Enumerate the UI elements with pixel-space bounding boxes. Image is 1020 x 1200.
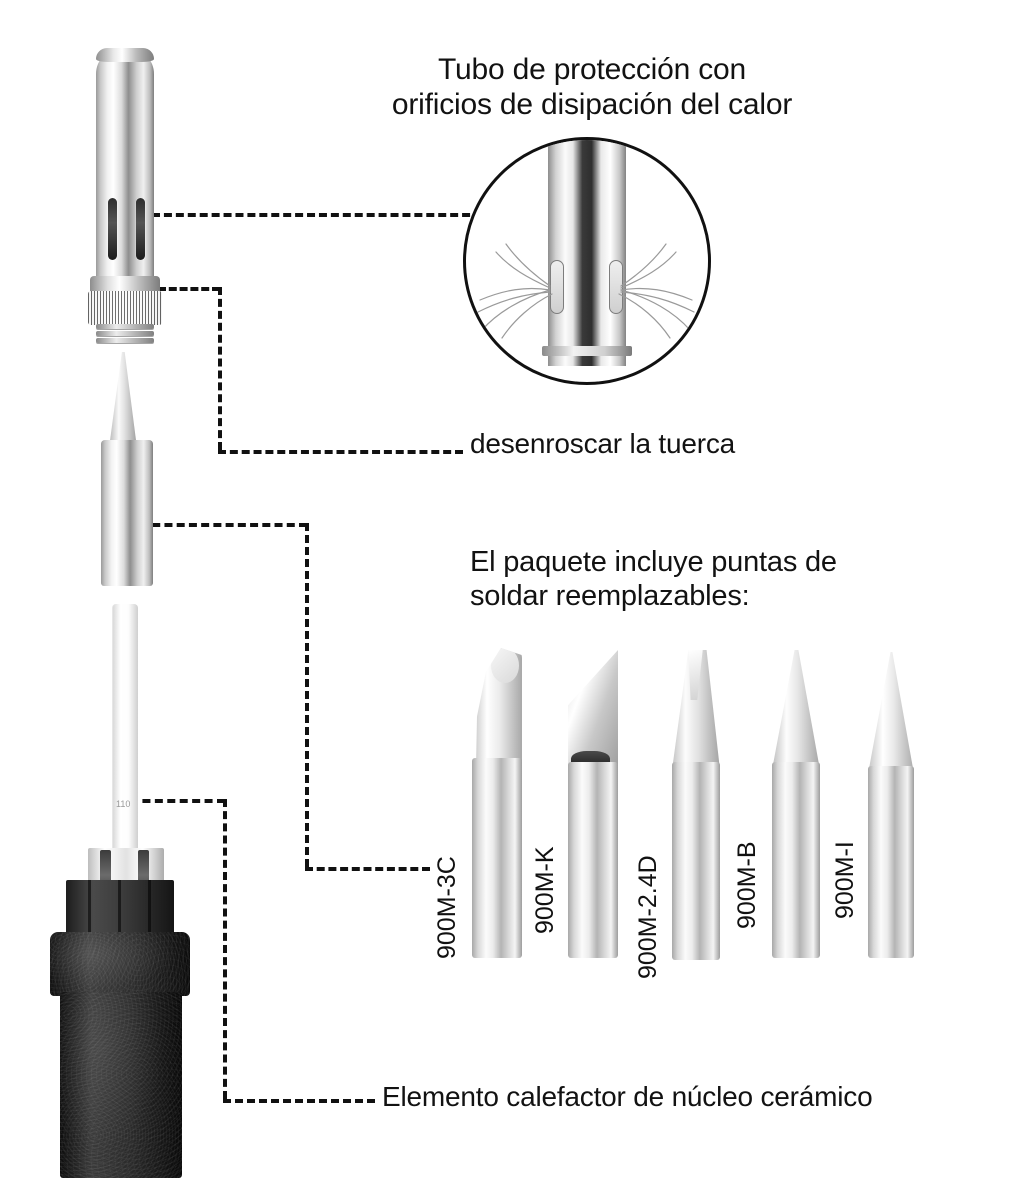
connector-tip-horizontal-bottom: [305, 867, 430, 871]
connector-tip-horizontal-top: [140, 523, 307, 527]
tip-900m-3c-barrel: [472, 758, 522, 958]
handle-collar: [50, 932, 190, 996]
tip-label-900m-i: 900M-I: [831, 841, 859, 919]
handle-neck: [66, 880, 174, 936]
handle-collar-texture: [50, 932, 190, 996]
tip-label-900m-3c: 900M-3C: [433, 856, 461, 959]
thread-ring-3: [96, 338, 154, 343]
ceramic-rod: [112, 604, 138, 856]
part-ceramic-heater: 110: [86, 604, 206, 906]
connector-tip-vertical: [305, 523, 309, 867]
tip-900m-24d: [672, 650, 720, 960]
tip-900m-b-head: [772, 650, 820, 770]
connector-nut-horizontal-bottom: [218, 450, 463, 454]
callout-ceramic-heater: Elemento calefactor de núcleo cerámico: [382, 1081, 873, 1112]
tip-900m-b-barrel: [772, 762, 820, 958]
callout-protection-tube: Tubo de protección con orificios de disi…: [391, 53, 793, 122]
knurled-nut: [88, 291, 162, 325]
tip-cone: [109, 352, 137, 448]
thread-ring-1: [96, 324, 154, 329]
connector-heater-horizontal-bottom: [223, 1099, 375, 1103]
tube-body: [96, 48, 154, 284]
tip-900m-i-barrel: [868, 766, 914, 958]
tip-label-900m-b: 900M-B: [733, 841, 761, 929]
neck-rib-1: [88, 880, 91, 936]
tube-flare: [90, 276, 160, 294]
handle-grip: [60, 992, 182, 1178]
connector-heater-horizontal-top: [130, 799, 225, 803]
connector-tube-to-magnifier: [152, 213, 482, 217]
magnified-tube: [548, 140, 626, 366]
tip-900m-i: [868, 652, 914, 958]
heading-included-tips: El paquete incluye puntas de soldar reem…: [470, 546, 837, 613]
connector-nut-vertical: [218, 287, 222, 450]
part-soldering-tip: [92, 352, 162, 586]
callout-unscrew-nut: desenroscar la tuerca: [470, 428, 736, 459]
magnified-vent-slot-left: [550, 260, 564, 314]
tip-900m-i-head: [868, 652, 914, 774]
tip-900m-k-barrel: [568, 762, 618, 958]
magnifier-vent-detail: [463, 137, 711, 385]
tip-900m-3c-head: [476, 648, 522, 766]
connector-nut-horizontal-top: [158, 287, 220, 291]
connector-heater-vertical: [223, 799, 227, 1099]
tip-900m-24d-head: [672, 650, 720, 770]
tip-900m-3c: [472, 648, 522, 958]
part-rubber-handle: [42, 880, 202, 1180]
tip-label-900m-k: 900M-K: [531, 846, 559, 934]
tip-900m-k-head: [568, 650, 618, 770]
vent-slot-right: [136, 198, 145, 260]
vent-slot-left: [108, 198, 117, 260]
tip-barrel: [101, 440, 153, 586]
neck-rib-3: [148, 880, 151, 936]
tip-900m-24d-barrel: [672, 762, 720, 960]
tip-label-900m-24d: 900M-2.4D: [634, 855, 662, 979]
magnified-tube-rim: [542, 346, 632, 356]
neck-rib-2: [118, 880, 121, 936]
tip-900m-b: [772, 650, 820, 958]
tip-900m-3c-face: [491, 648, 519, 684]
tip-900m-24d-bevel: [688, 650, 703, 701]
collar-pin-left: [100, 850, 111, 906]
airflow-lines-icon: [477, 243, 695, 339]
part-protection-tube: [88, 48, 166, 343]
ceramic-rod-marking: 110: [116, 799, 131, 809]
thread-ring-2: [96, 331, 154, 336]
collar-pin-right: [138, 850, 149, 906]
handle-grip-texture: [60, 992, 182, 1178]
tube-cap: [96, 48, 154, 62]
tip-900m-k: [568, 650, 618, 958]
